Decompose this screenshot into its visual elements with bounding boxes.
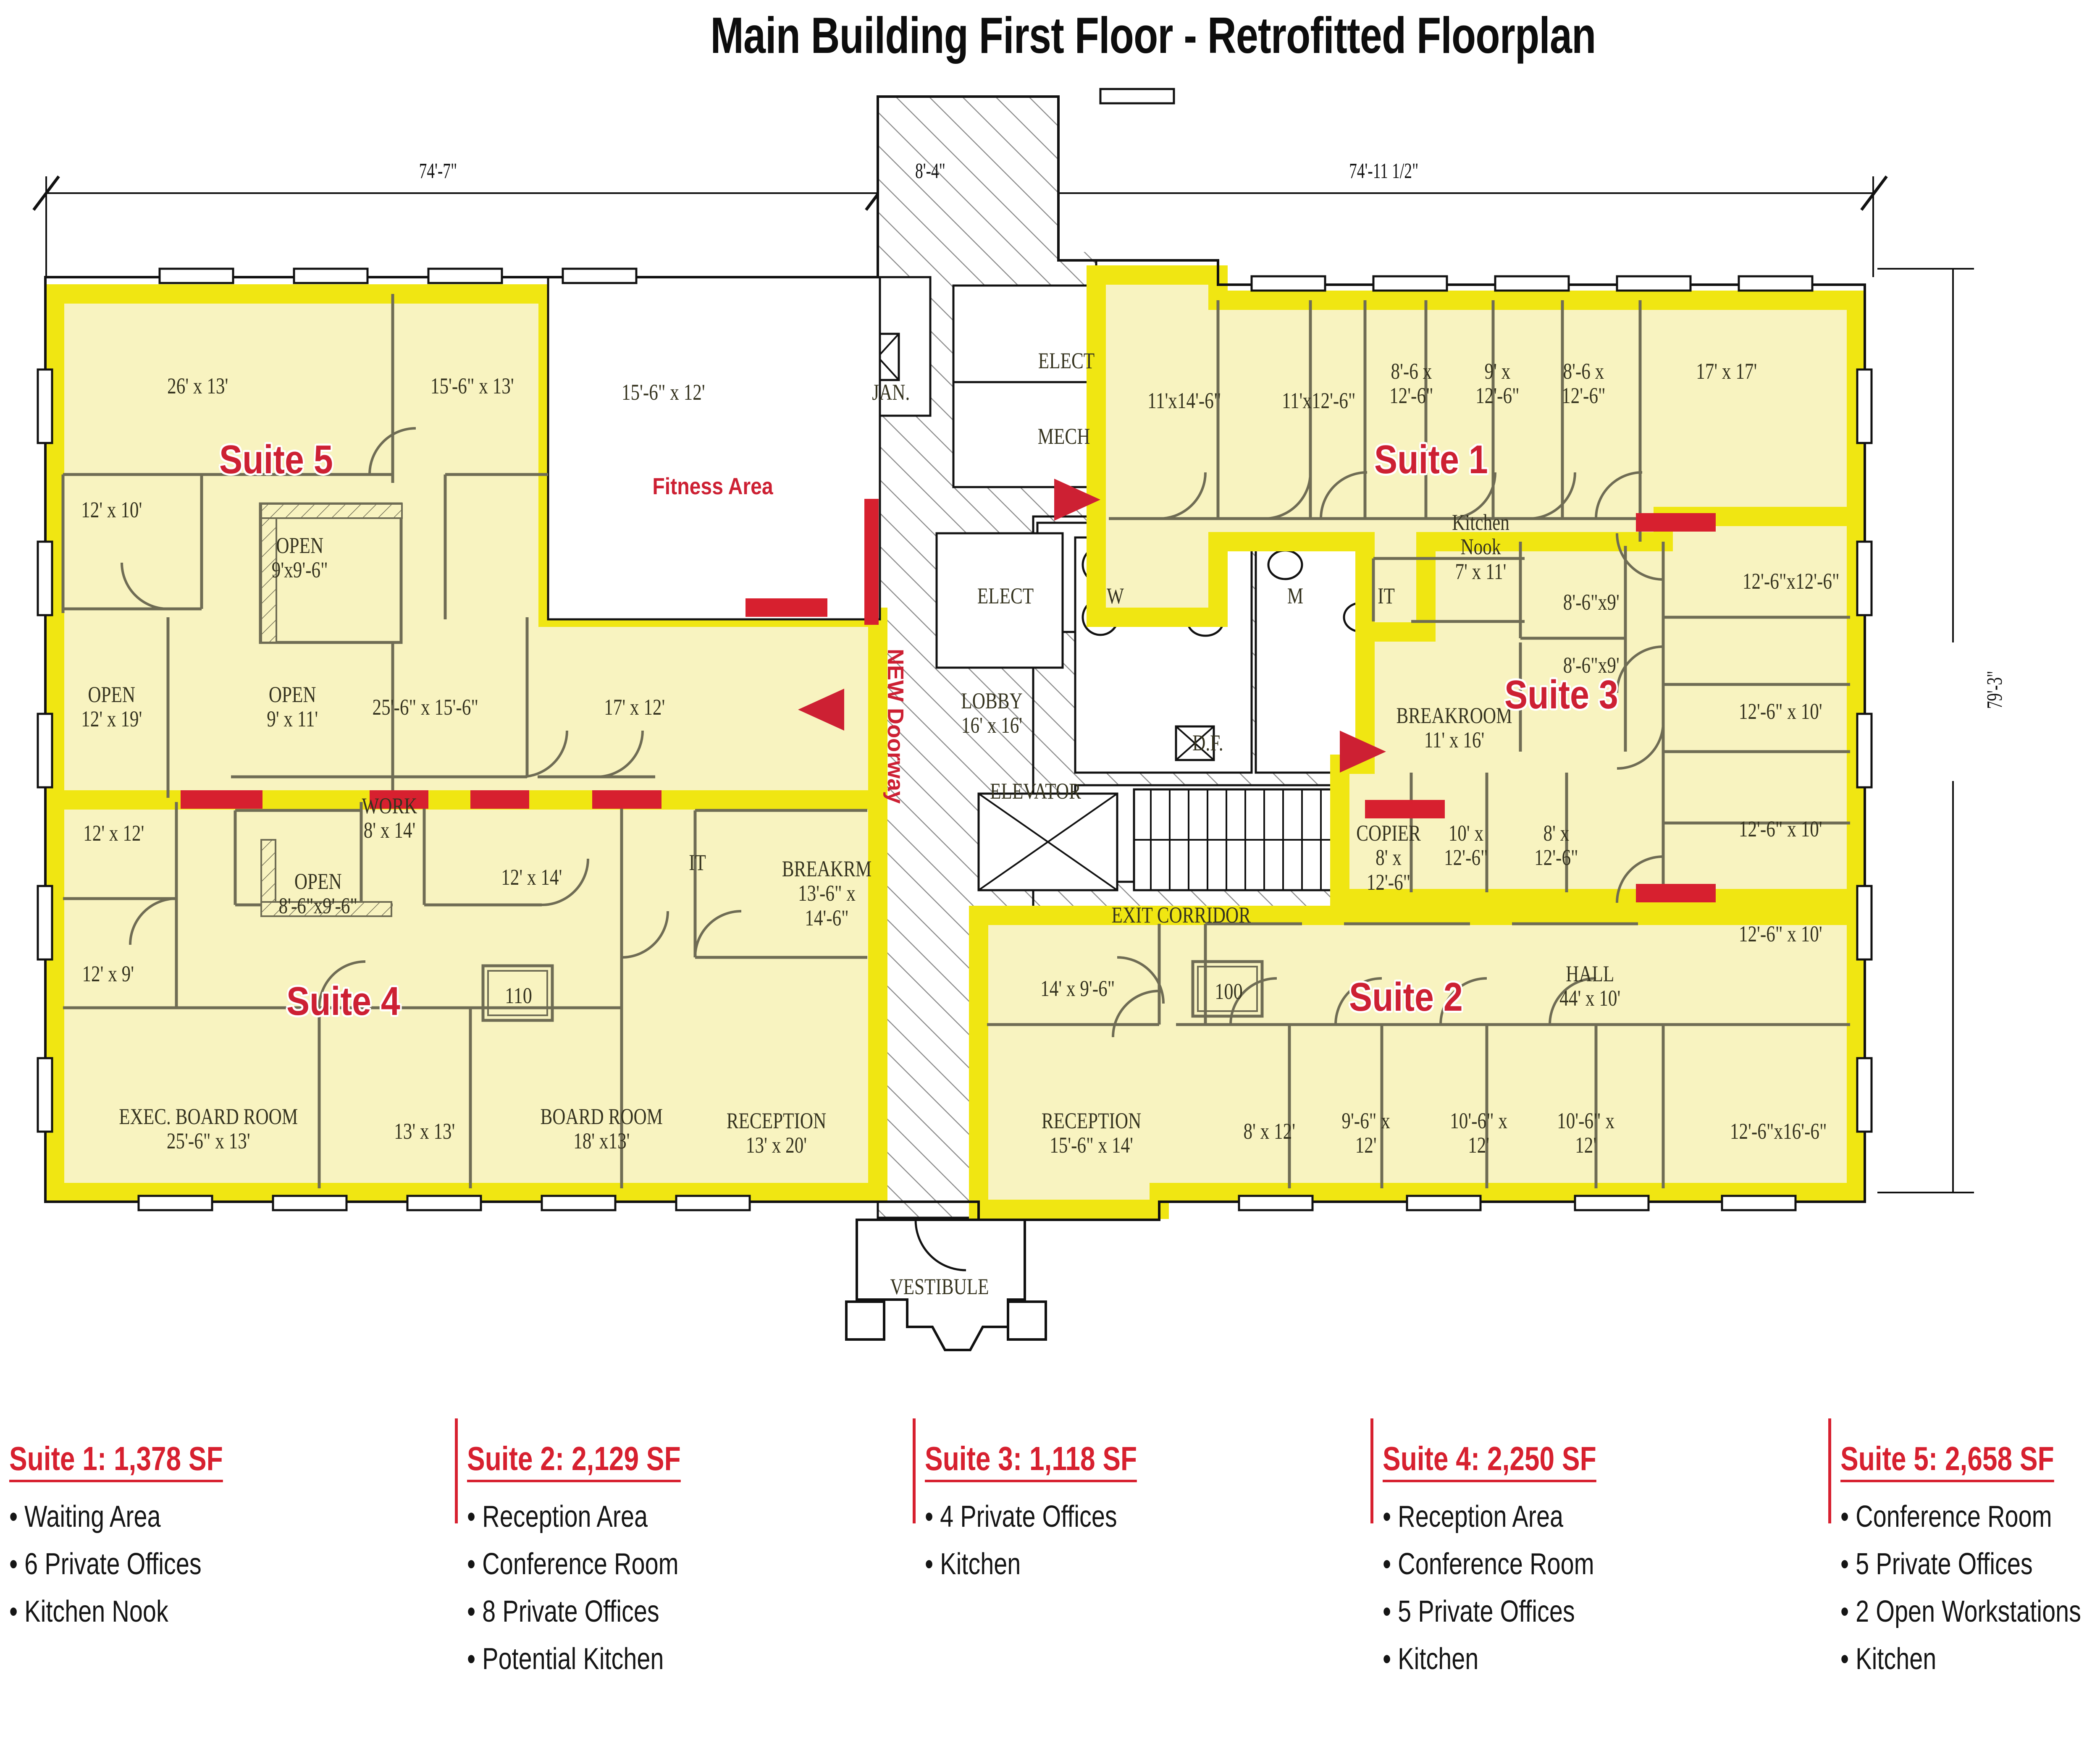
arrow-into-suite5 [798,689,844,731]
legend-item: • Potential Kitchen [467,1642,664,1676]
legend-heading-suite-2: Suite 2: 2,129 SF [467,1439,681,1482]
arrow-into-suite1 [1054,479,1100,521]
legend-item: • 8 Private Offices [467,1594,659,1628]
suite-legend: Suite 1: 1,378 SF • Waiting Area • 6 Priva… [0,1402,2100,1764]
windows [37,88,1873,1211]
interior-partitions [61,294,1850,1188]
suite-3-area [1330,507,1866,908]
legend-item: • Conference Room [467,1547,679,1581]
legend-heading-suite-5: Suite 5: 2,658 SF [1840,1439,2054,1482]
vestibule-shape [845,1219,1047,1351]
floorplan-drawing: 26' x 13'15'-6" x 13'15'-6" x 12'JAN.ELE… [32,88,2007,1351]
legend-item: • Conference Room [1840,1500,2052,1533]
room-number-boxes [481,960,1264,1022]
dimension-lines-right [1877,268,1974,1193]
legend-item: • Conference Room [1383,1547,1594,1581]
legend-item: • 6 Private Offices [9,1547,202,1581]
legend-divider [1370,1418,1373,1523]
page-title: Main Building First Floor - Retrofitted … [710,7,1596,64]
floorplan-svg [32,88,1974,1351]
legend-item: • 2 Open Workstations [1840,1594,2081,1628]
legend-column-suite-1: Suite 1: 1,378 SF • Waiting Area • 6 Priva… [0,1402,458,1641]
legend-heading-suite-1: Suite 1: 1,378 SF [9,1439,223,1482]
arrow-into-suite3 [1340,731,1386,773]
elevator-cab [977,792,1118,891]
legend-item: • Reception Area [467,1500,648,1533]
legend-item: • Kitchen Nook [9,1594,168,1628]
legend-column-suite-3: Suite 3: 1,118 SF • 4 Private Offices • Ki… [916,1402,1373,1594]
legend-item: • Reception Area [1383,1500,1564,1533]
legend-divider [913,1418,916,1523]
suite-4-area [45,790,887,1202]
direction-arrows [798,479,1386,773]
suite-2-area [969,906,1866,1219]
legend-column-suite-4: Suite 4: 2,250 SF • Reception Area • Confe… [1373,1402,1831,1689]
open-area-markers [260,503,403,917]
legend-heading-suite-3: Suite 3: 1,118 SF [925,1439,1137,1482]
exterior-wall [44,95,1866,1221]
legend-item: • Kitchen [1383,1642,1479,1676]
legend-item: • Waiting Area [9,1500,161,1533]
legend-item: • Kitchen [1840,1642,1937,1676]
new-doorway-marks [864,499,879,625]
legend-column-suite-2: Suite 2: 2,129 SF • Reception Area • Confe… [458,1402,916,1689]
legend-divider [455,1418,458,1523]
legend-divider [1828,1418,1831,1523]
legend-item: • Kitchen [925,1547,1021,1581]
legend-column-suite-5: Suite 5: 2,658 SF • Conference Room • 5 Pr… [1831,1402,2100,1689]
removed-wall-marks [181,513,1716,902]
legend-item: • 4 Private Offices [925,1500,1117,1533]
legend-item: • 5 Private Offices [1383,1594,1575,1628]
legend-heading-suite-4: Suite 4: 2,250 SF [1383,1439,1596,1482]
legend-item: • 5 Private Offices [1840,1547,2033,1581]
fitness-area [547,276,881,621]
